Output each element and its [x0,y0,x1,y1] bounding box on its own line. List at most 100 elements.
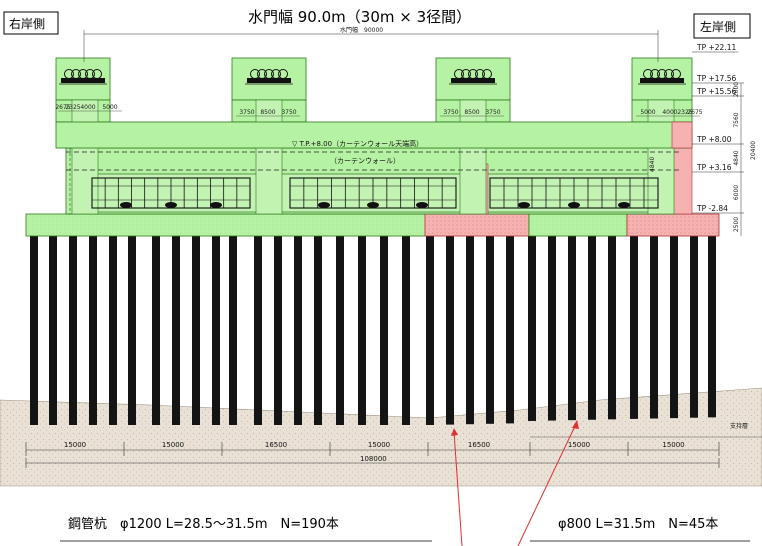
foundation-dim-1: 15000 [162,441,184,449]
leader-left [453,431,463,546]
curtain-wall-small-dim: 4840 [649,157,656,172]
hoist-machinery-2 [449,69,497,85]
level-markers: TP +22.11 TP +17.56 TP +15.56 TP +8.00 TP +3… [692,43,738,214]
pile-13 [294,236,302,425]
footing-main [25,213,431,237]
footing-pink-left [424,213,530,237]
left-bank-box: 左岸側 [693,13,751,39]
hoist-machinery-3 [638,69,686,85]
hoist-machinery-1 [245,69,293,85]
pile-32 [690,236,698,418]
pier-dim-right_pier-0: 5000 [640,109,655,116]
vertical-dim-4: 2500 [733,217,740,232]
pier-stem-0 [71,99,99,215]
foundation-dim-5: 15000 [568,441,590,449]
pier-stem-3 [647,99,675,215]
level-label-1: TP +17.56 [696,74,736,83]
hoist-machinery-0 [59,69,107,85]
pile-21 [466,236,474,425]
level-label-0: TP +22.11 [696,43,736,52]
pier-stem-1 [255,99,283,215]
leader-lines [451,420,579,546]
level-label-4: TP +3.16 [696,163,732,172]
right-bank-label: 右岸側 [9,16,45,31]
right-bank-box: 右岸側 [3,11,59,35]
pile-9 [212,236,220,425]
pile-19 [426,236,434,425]
footing-green-right [528,213,628,237]
pile-1 [49,236,57,425]
leader-right [517,423,577,546]
pile-2 [69,236,77,425]
foundation-dim-6: 15000 [662,441,684,449]
upper-deck [55,121,693,149]
total-foundation-label: 108000 [360,455,387,463]
pile-31 [670,236,678,419]
pier-dim-pier3-1: 8500 [464,109,479,116]
vertical-dim-0: 2000 [733,82,740,97]
pier-dim-pier2-0: 3750 [239,109,254,116]
pile-12 [274,236,282,425]
vertical-dim-2: 4840 [733,150,740,165]
drawing-title: 水門幅 90.0m（30m × 3径間） [248,8,471,26]
pile-7 [172,236,180,425]
pier-stem-2 [459,99,487,215]
top-dimension-label: 水門幅 90000 [340,26,383,34]
pile-14 [314,236,322,425]
upper-deck-pink [671,121,693,149]
pile-17 [380,236,388,425]
pile-15 [336,236,344,425]
level-label-3: TP +8.00 [696,135,732,144]
foundation-dim-2: 16500 [265,441,287,449]
pile-20 [446,236,454,425]
pier-dim-pier2-2: 3750 [281,109,296,116]
pile-11 [254,236,262,425]
vertical-dimensions: 2000 7560 4840 6000 2500 [733,82,744,236]
curtain-wall-dashes [66,148,680,214]
level-label-2: TP +15.56 [696,87,736,96]
left-bank-label: 左岸側 [700,19,736,34]
pile-27 [588,236,596,420]
pile-30 [650,236,658,419]
pile-5 [128,236,136,425]
curtain-wall-body-label: （カーテンウォール） [330,157,400,165]
pier-dim-pier3-2: 3750 [485,109,500,116]
pile-group [30,236,716,425]
caption-small-pile: φ800 L=31.5m N=45本 [558,517,718,532]
footing-pink-right [626,213,720,237]
pier-dim-left_pier-2: 4000 [80,104,95,111]
foundation-dim-4: 16500 [468,441,490,449]
pile-24 [528,236,536,421]
pier-dim-left_pier-3: 5000 [102,104,117,111]
footings [25,213,720,237]
pier-dim-left_pier-0: 2675 [55,104,70,111]
support-layer-label: 支持層 [730,422,748,430]
total-vertical-dim: 20400 [750,141,757,160]
foundation-dim-3: 15000 [368,441,390,449]
pile-6 [152,236,160,425]
pile-33 [708,236,716,418]
pile-23 [506,236,514,424]
pier-dim-right_pier-2: 2325 [677,109,692,116]
pile-10 [229,236,237,425]
pile-4 [109,236,117,425]
pile-8 [192,236,200,425]
caption-steel-pipe-pile: 鋼管杭 φ1200 L=28.5～31.5m N=190本 [68,517,339,532]
pile-29 [630,236,638,419]
top-dimension: 水門幅 90000 [83,26,659,62]
pier-dim-pier2-1: 8500 [260,109,275,116]
pile-3 [89,236,97,425]
level-label-5: TP -2.84 [696,204,728,213]
total-foundation-dimension: 108000 [25,455,720,468]
pile-26 [568,236,576,421]
pile-16 [358,236,366,425]
pile-0 [30,236,38,425]
vertical-dim-3: 6000 [733,185,740,200]
pile-28 [608,236,616,420]
pier-dim-right_pier-3: 2675 [687,109,702,116]
vertical-dim-1: 7560 [733,112,740,127]
curtain-wall-top-label: ▽ T.P.+8.00（カーテンウォール天端高） [292,139,423,148]
